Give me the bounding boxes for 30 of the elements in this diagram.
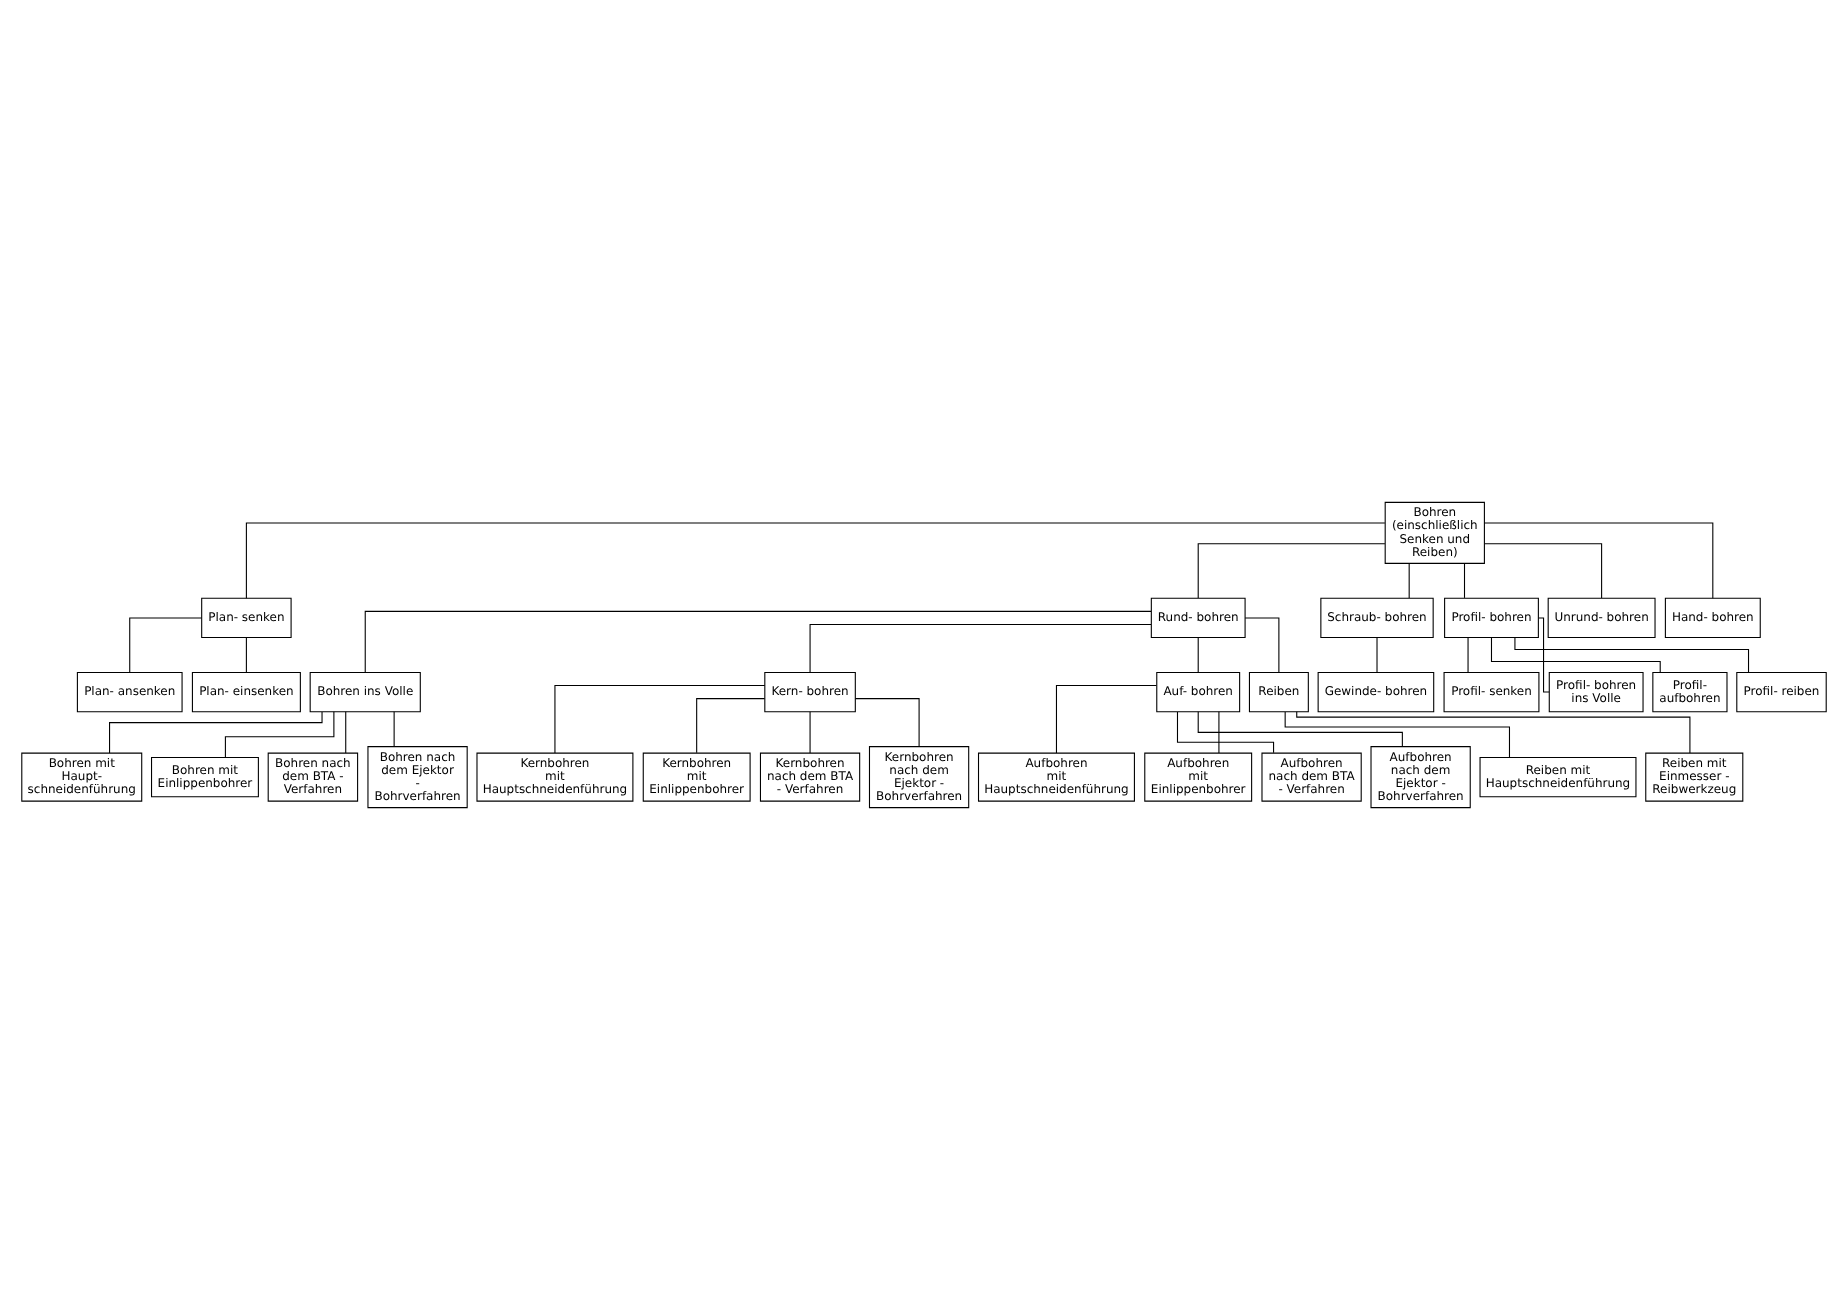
connector (393, 711, 395, 748)
connector (554, 685, 766, 754)
connector (1408, 563, 1410, 599)
connector (345, 711, 347, 754)
connector (1218, 711, 1220, 754)
connector (109, 711, 323, 754)
connector (129, 617, 203, 673)
connector (1055, 685, 1157, 754)
connector (1197, 637, 1199, 673)
connector (1376, 637, 1378, 673)
connector (245, 637, 247, 673)
connector (1484, 543, 1603, 599)
connector (1284, 711, 1511, 758)
connector (854, 698, 920, 748)
connector (245, 522, 1386, 599)
connector (1463, 563, 1466, 599)
connector (1244, 617, 1280, 673)
connector (1483, 522, 1714, 599)
connector (809, 711, 811, 754)
connector (1490, 637, 1661, 673)
connector (1176, 711, 1275, 754)
connector (1197, 543, 1386, 599)
connector (224, 711, 335, 758)
connector (364, 610, 1152, 673)
connector (809, 623, 1152, 673)
connector (1467, 637, 1469, 673)
connector (1197, 711, 1403, 748)
connector (1296, 711, 1691, 754)
connector (1538, 617, 1550, 693)
connector (696, 698, 766, 754)
